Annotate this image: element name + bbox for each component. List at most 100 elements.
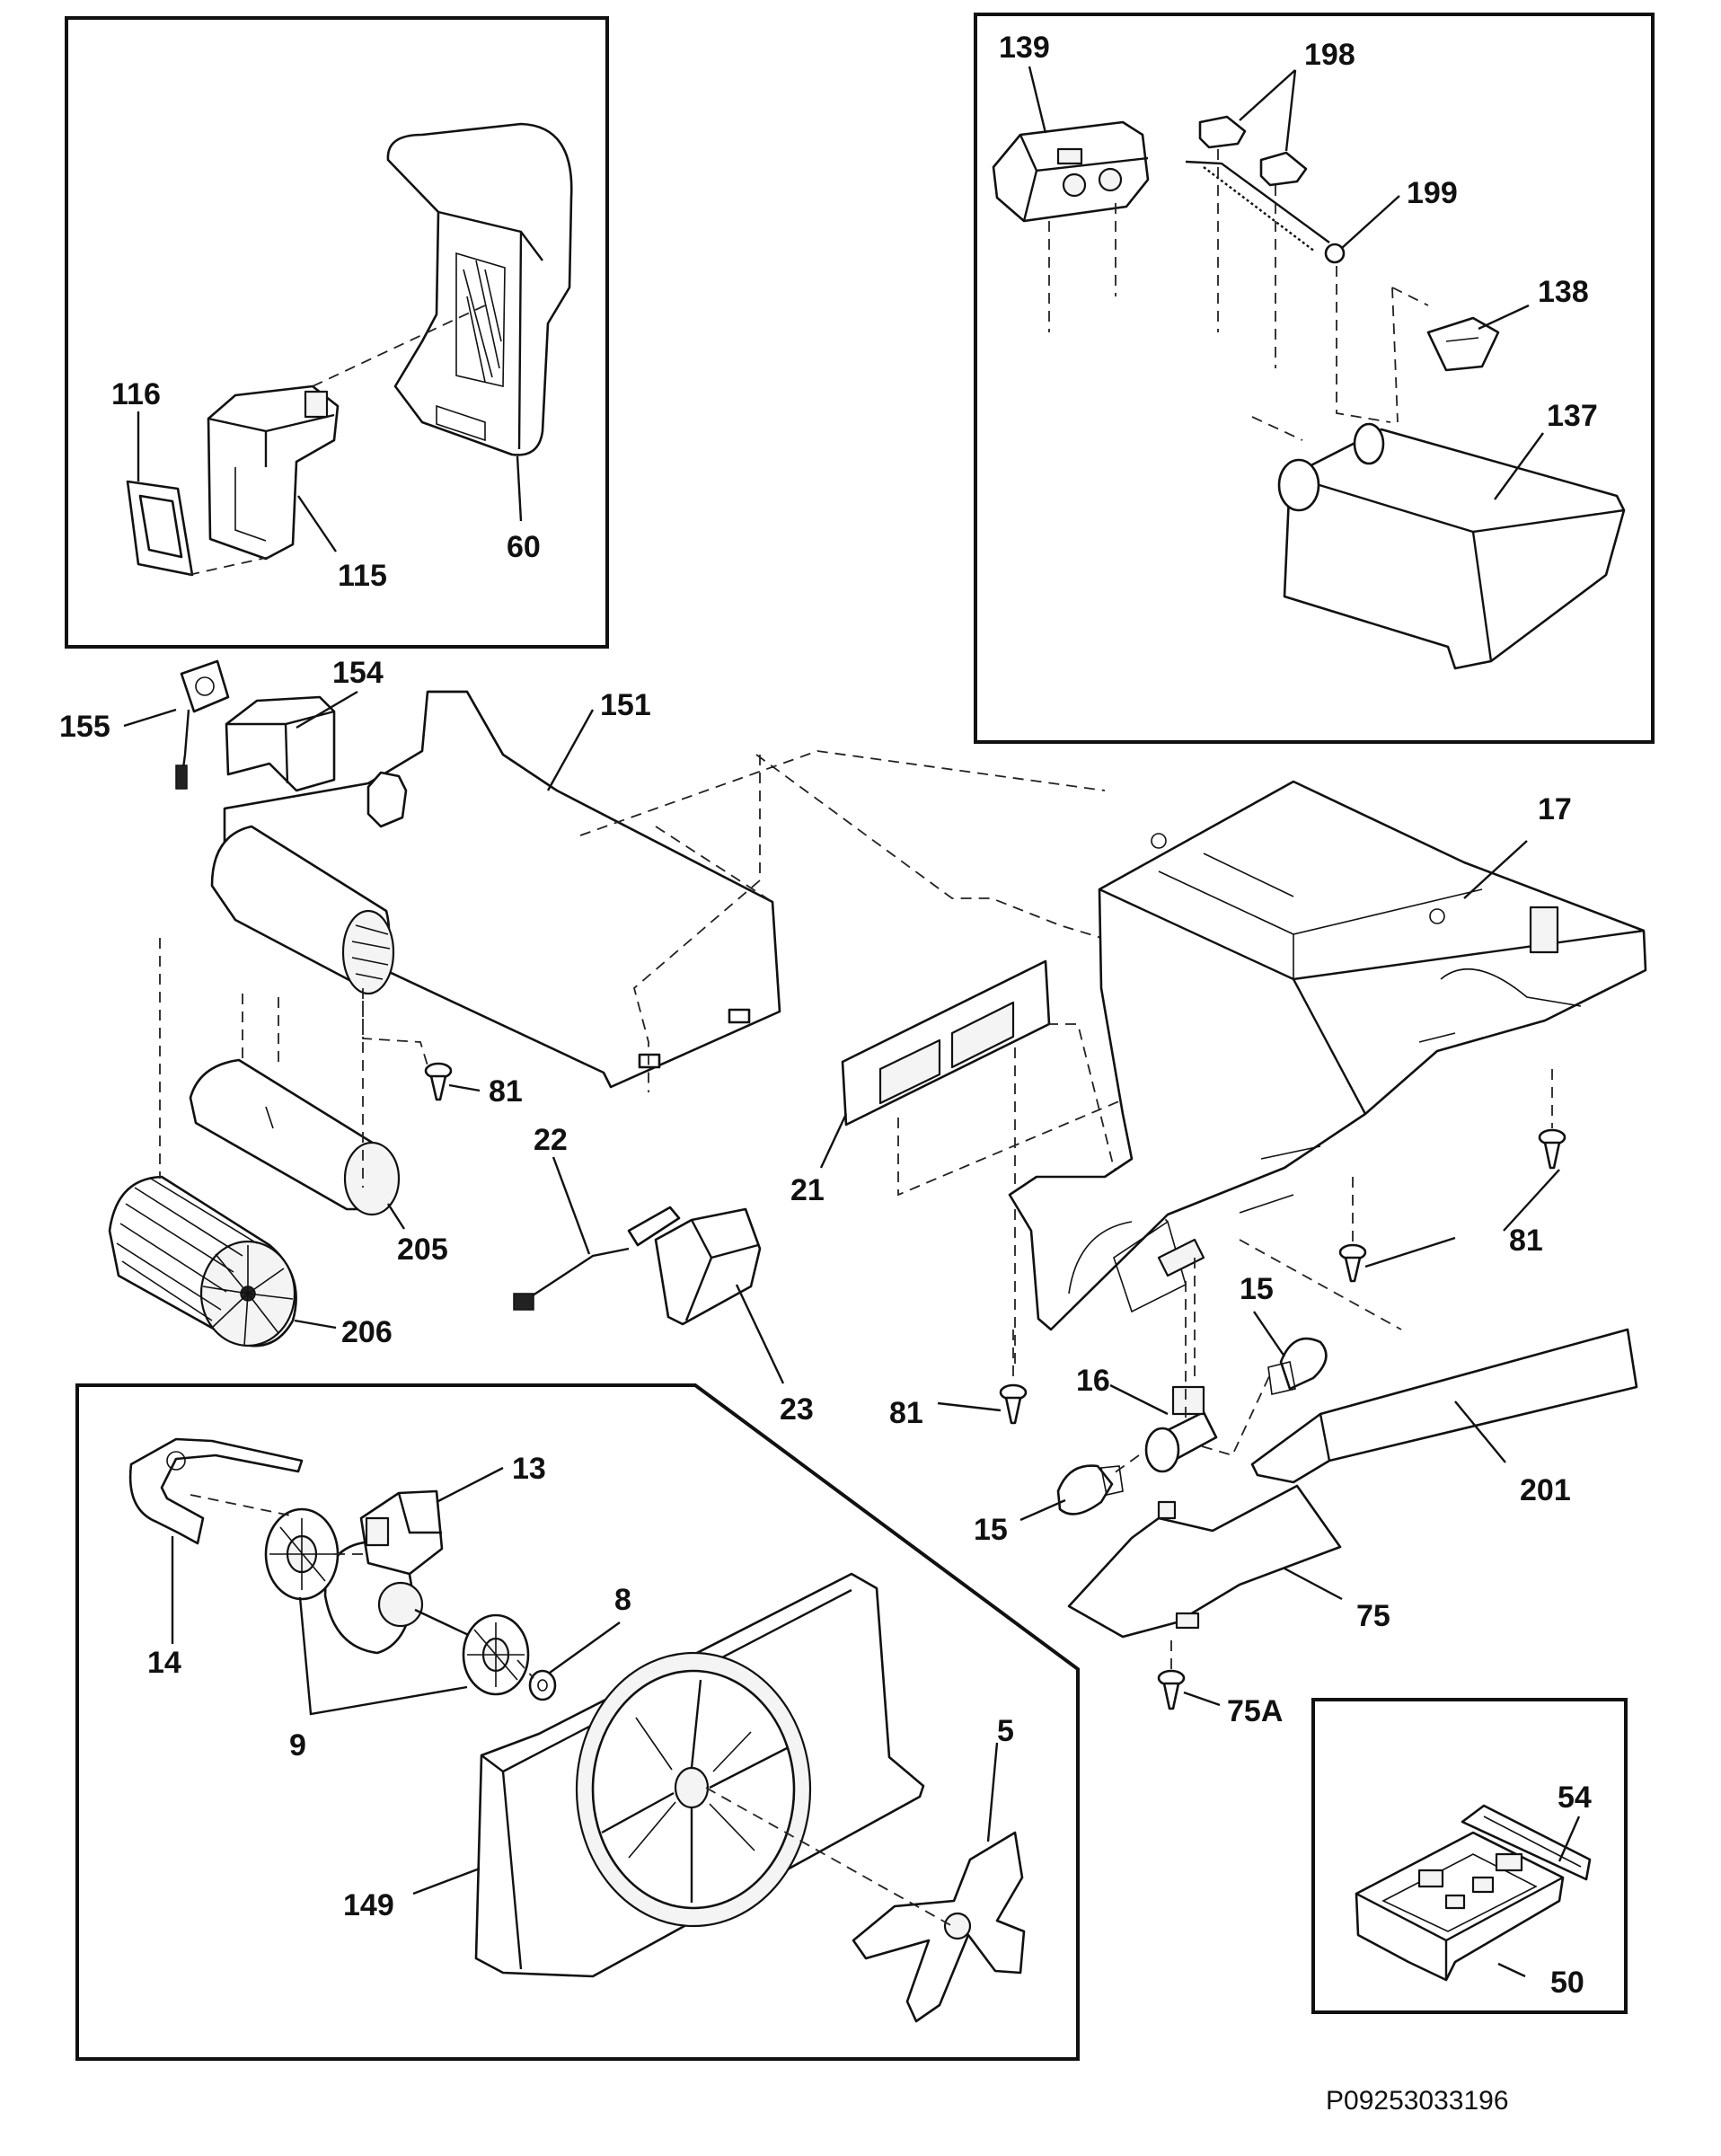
part-115-damper-motor	[207, 384, 340, 561]
leader-81-left	[448, 1083, 481, 1092]
part-81-screws-right	[999, 1128, 1567, 1425]
callout-205: 205	[397, 1233, 448, 1267]
part-54-strip	[1461, 1804, 1592, 1881]
leader-dash-bottom-left	[190, 1494, 953, 1927]
part-149-fan-shroud	[474, 1572, 925, 1978]
part-201-lens	[1250, 1328, 1638, 1484]
leader-198	[1239, 69, 1297, 152]
callout-154: 154	[332, 656, 384, 690]
callout-155: 155	[59, 710, 110, 744]
leader-201	[1454, 1401, 1506, 1463]
leader-81-right	[1503, 1169, 1560, 1232]
part-13-fan-motor	[323, 1489, 477, 1655]
leader-9	[298, 1596, 468, 1716]
leader-138	[1478, 304, 1530, 331]
part-75A-screw	[1157, 1669, 1186, 1710]
callout-15-top: 15	[1240, 1272, 1274, 1306]
part-139-dispenser-switch	[992, 120, 1150, 223]
part-50-control-board	[1355, 1831, 1565, 1982]
callout-139: 139	[999, 31, 1050, 65]
callout-138: 138	[1538, 275, 1589, 309]
leader-54	[1558, 1816, 1581, 1862]
leader-81-center	[1364, 1236, 1456, 1268]
leader-dash-top-left	[188, 305, 486, 576]
callout-81-bottom: 81	[889, 1396, 923, 1430]
leader-dash-center	[579, 750, 1169, 1365]
part-16-lamp-socket	[1144, 1385, 1218, 1473]
part-151-evaporator-cover	[223, 690, 781, 1089]
callout-9: 9	[289, 1728, 306, 1763]
callout-50: 50	[1550, 1966, 1584, 2000]
leader-8	[549, 1621, 621, 1674]
leader-139	[1028, 66, 1047, 134]
leader-154	[296, 690, 358, 729]
part-137-housing	[1277, 422, 1626, 670]
leader-15-top	[1253, 1311, 1285, 1357]
leader-155	[123, 708, 177, 728]
part-5-fan-blade	[852, 1831, 1026, 2023]
leader-137	[1494, 432, 1544, 500]
inset-frame-bottom-right	[1311, 1698, 1628, 2014]
part-14-bracket	[128, 1437, 304, 1545]
callout-54: 54	[1558, 1780, 1592, 1815]
leader-75A	[1183, 1691, 1221, 1707]
callout-22: 22	[534, 1123, 568, 1157]
callout-14: 14	[147, 1646, 181, 1680]
callout-75: 75	[1356, 1599, 1390, 1633]
callout-206: 206	[341, 1315, 393, 1349]
leader-15-bottom	[1019, 1498, 1066, 1522]
part-155-fan-motor-small	[175, 659, 230, 790]
part-17-dispenser-housing	[1008, 780, 1647, 1331]
leader-75	[1284, 1567, 1343, 1601]
callout-81-right: 81	[1509, 1224, 1543, 1258]
callout-115: 115	[338, 559, 387, 593]
callout-199: 199	[1407, 176, 1458, 210]
part-22-wire-harness	[513, 1206, 681, 1311]
callout-15-bottom: 15	[974, 1513, 1008, 1547]
callout-75A: 75A	[1227, 1694, 1283, 1728]
callout-21: 21	[790, 1173, 825, 1207]
leader-17	[1463, 840, 1528, 899]
callout-13: 13	[512, 1452, 546, 1486]
part-81-screw-left	[424, 1062, 453, 1101]
leader-22	[552, 1156, 591, 1255]
callout-201: 201	[1520, 1473, 1571, 1507]
inset-frame-top-left	[65, 16, 609, 649]
leader-dash-screws	[1012, 1069, 1553, 1383]
callout-137: 137	[1547, 399, 1598, 433]
leader-dash-top-right	[1048, 149, 1429, 441]
part-8-washer	[528, 1669, 557, 1701]
inset-frame-bottom-left	[75, 1383, 1080, 2061]
leader-50	[1497, 1962, 1526, 1978]
leader-dash-left	[159, 938, 428, 1188]
callout-23: 23	[780, 1392, 814, 1427]
part-205-shroud	[189, 1058, 401, 1216]
callout-8: 8	[614, 1583, 631, 1617]
leader-149	[412, 1867, 481, 1895]
callout-5: 5	[997, 1714, 1014, 1748]
leader-206	[294, 1319, 337, 1330]
leader-21	[819, 1113, 848, 1169]
part-206-blower-wheel	[108, 1175, 297, 1348]
inset-frame-top-right	[974, 13, 1655, 744]
part-138-bracket	[1426, 316, 1500, 372]
callout-151: 151	[600, 688, 651, 722]
leader-81-bottom	[937, 1401, 1002, 1412]
leader-16	[1109, 1383, 1169, 1416]
part-116-gasket	[126, 480, 194, 577]
part-15-bulbs	[1056, 1337, 1328, 1515]
part-21-control-panel	[841, 959, 1051, 1127]
part-199-spring-rod	[1185, 160, 1346, 264]
callout-60: 60	[507, 530, 541, 564]
leader-23	[735, 1284, 785, 1384]
part-60-air-duct	[386, 122, 573, 456]
leader-13	[436, 1466, 504, 1504]
part-9-fan-hubs	[264, 1507, 530, 1696]
callout-16: 16	[1076, 1364, 1110, 1398]
callout-116: 116	[111, 377, 161, 411]
callout-198: 198	[1304, 38, 1355, 72]
part-154-cover	[225, 695, 336, 792]
part-23-light-cover	[654, 1207, 762, 1326]
